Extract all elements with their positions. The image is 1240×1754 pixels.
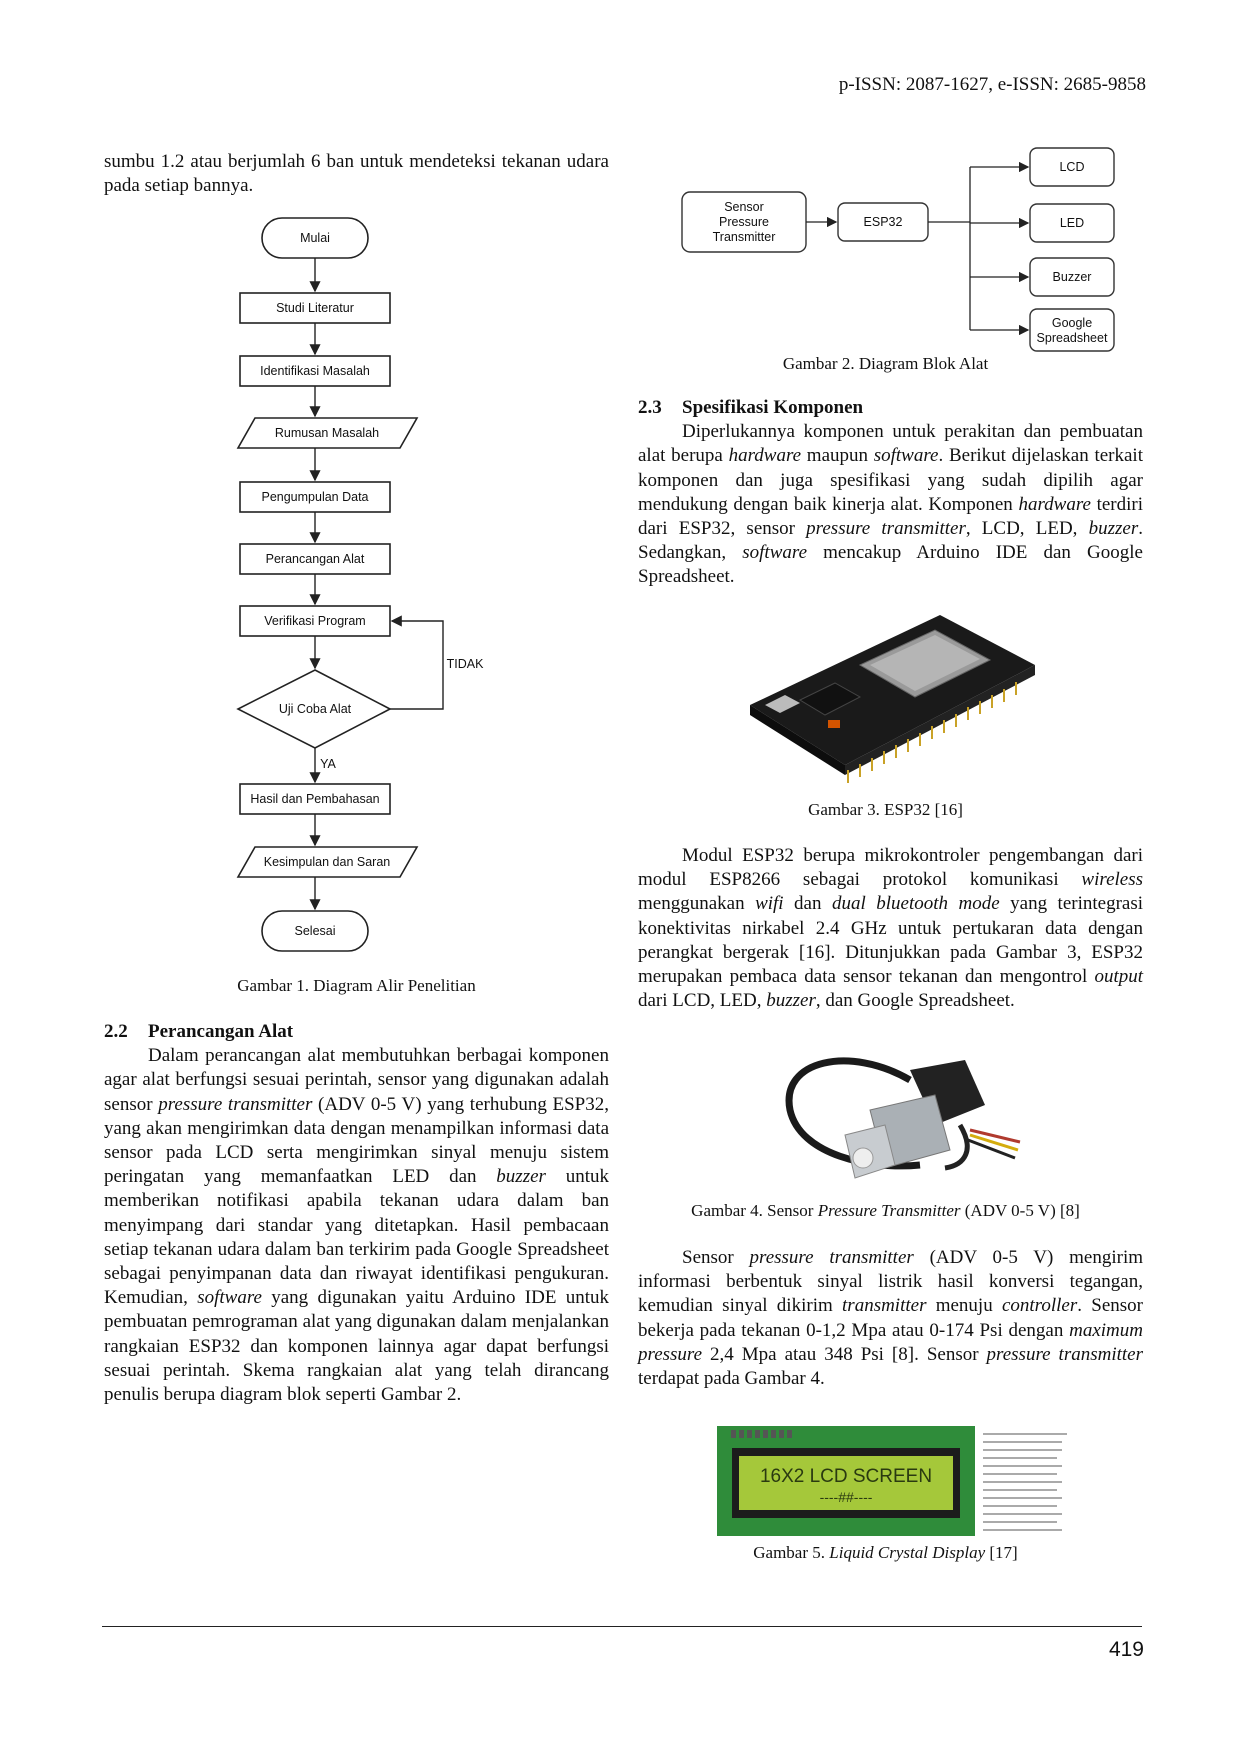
section-2-3-paragraph: Diperlukannya komponen untuk perakitan d… [638, 421, 1144, 588]
lcd-screen-line-2: ----##---- [820, 1489, 873, 1505]
flow-step-pengumpulan [239, 481, 391, 513]
flow-end [261, 910, 369, 952]
section-2-2-paragraph: Dalam perancangan alat membutuhkan berba… [104, 1045, 610, 1406]
sensor-description: Sensor pressure transmitter (ADV 0-5 V) … [638, 1246, 1143, 1391]
flow-step-identifikasi-label: Identifikasi Masalah [260, 364, 370, 378]
flow-step-perancangan-label: Perancangan Alat [266, 552, 365, 566]
fig1-caption: Gambar 1. Diagram Alir Penelitian [237, 976, 476, 995]
flow-step-identifikasi [239, 355, 391, 387]
flow-yes-label: YA [320, 757, 336, 771]
block-google [1029, 308, 1115, 352]
footer-rule [102, 1626, 1142, 1627]
block-google-label-2: Spreadsheet [1037, 331, 1108, 345]
flowchart-diagram: Mulai Studi Literatur Identifikasi Masal… [236, 217, 484, 952]
flow-no-label: TIDAK [447, 657, 484, 671]
flow-step-verifikasi-label: Verifikasi Program [264, 614, 365, 628]
page-number: 419 [1108, 1638, 1144, 1661]
esp32-board-image [750, 615, 1035, 783]
block-led [1029, 203, 1115, 243]
flow-io-kesimpulan [236, 846, 419, 878]
flow-decision-label: Uji Coba Alat [279, 702, 352, 716]
flow-step-studi-label: Studi Literatur [276, 301, 354, 315]
block-led-label: LED [1060, 216, 1084, 230]
block-sensor-label-3: Transmitter [713, 230, 776, 244]
flow-step-studi [239, 292, 391, 324]
fig5-caption: Gambar 5. Liquid Crystal Display [17] [753, 1543, 1018, 1562]
lcd-module-image: 16X2 LCD SCREEN ----##---- [717, 1426, 1067, 1536]
intro-paragraph: sumbu 1.2 atau berjumlah 6 ban untuk men… [104, 151, 609, 197]
flow-end-label: Selesai [295, 924, 336, 938]
block-diagram: Sensor Pressure Transmitter ESP32 LCD LE… [681, 147, 1115, 352]
pressure-sensor-image [785, 1057, 1021, 1179]
flow-io-rumusan [236, 417, 419, 449]
fig2-caption: Gambar 2. Diagram Blok Alat [782, 354, 989, 373]
fig3-caption: Gambar 3. ESP32 [16] [808, 800, 963, 819]
block-esp32-label: ESP32 [864, 215, 903, 229]
block-lcd-label: LCD [1059, 160, 1084, 174]
block-sensor-label-1: Sensor [724, 200, 764, 214]
block-lcd [1029, 147, 1115, 187]
fig4-caption: Gambar 4. Sensor Pressure Transmitter (A… [691, 1201, 1080, 1220]
block-sensor-label-2: Pressure [719, 215, 769, 229]
flow-io-kesimpulan-label: Kesimpulan dan Saran [264, 855, 391, 869]
block-google-label-1: Google [1052, 316, 1092, 330]
block-buzzer-label: Buzzer [1053, 270, 1092, 284]
esp32-description: Modul ESP32 berupa mikrokontroler pengem… [638, 844, 1143, 1013]
flow-step-verifikasi [239, 605, 391, 637]
block-buzzer [1029, 257, 1115, 297]
lcd-screen-line-1: 16X2 LCD SCREEN [760, 1466, 932, 1487]
esp32-paragraph: Modul ESP32 berupa mikrokontroler pengem… [638, 845, 1144, 1012]
left-intro: sumbu 1.2 atau berjumlah 6 ban untuk men… [104, 150, 609, 198]
flow-start-label: Mulai [300, 231, 330, 245]
flow-step-hasil-label: Hasil dan Pembahasan [250, 792, 379, 806]
journal-issn: p-ISSN: 2087-1627, e-ISSN: 2685-9858 [838, 74, 1146, 95]
flow-step-pengumpulan-label: Pengumpulan Data [261, 490, 368, 504]
flow-io-rumusan-label: Rumusan Masalah [275, 426, 379, 440]
sensor-paragraph: Sensor pressure transmitter (ADV 0-5 V) … [638, 1247, 1144, 1390]
